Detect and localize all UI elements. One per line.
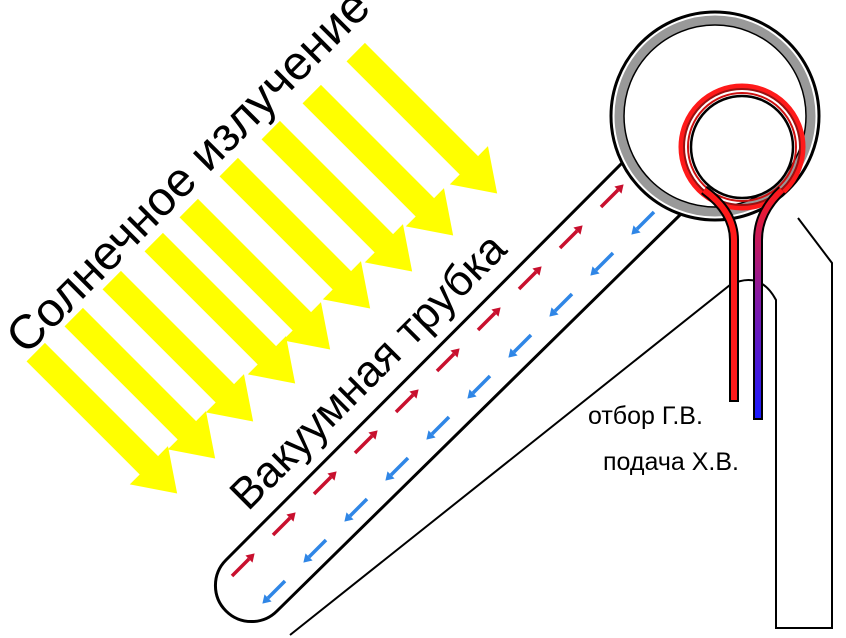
flow-arrow-down-icon bbox=[635, 210, 656, 231]
coil-inner bbox=[689, 94, 795, 200]
solar-rays bbox=[26, 42, 498, 494]
flow-arrow-down-icon bbox=[471, 374, 492, 395]
flow-arrow-down-icon-head bbox=[631, 225, 641, 235]
flow-arrow-up-icon-head bbox=[286, 512, 296, 522]
flow-arrow-up-icon bbox=[312, 475, 333, 496]
vacuum-tube bbox=[213, 133, 685, 624]
flow-arrow-down-icon-head bbox=[303, 553, 313, 563]
tank-inner bbox=[623, 24, 807, 208]
sun-ray-arrow-icon bbox=[302, 84, 454, 236]
sun-ray-arrow-icon bbox=[261, 120, 413, 272]
sun-ray-arrow-icon bbox=[179, 198, 331, 350]
coil-layer bbox=[683, 88, 801, 206]
flow-arrow-down-icon-head bbox=[590, 266, 600, 276]
flow-arrow-up-icon bbox=[476, 311, 497, 332]
flow-arrow-up-icon-head bbox=[327, 471, 337, 481]
flow-arrow-down-icon-head bbox=[344, 512, 354, 522]
flow-arrow-up-icon bbox=[517, 270, 538, 291]
tank-insulation-ring bbox=[614, 15, 816, 217]
flow-arrow-down-icon bbox=[553, 292, 574, 313]
flow-arrow-up-icon bbox=[271, 516, 292, 537]
flow-arrows-down bbox=[262, 210, 656, 604]
flow-arrow-up-icon-head bbox=[532, 266, 542, 276]
flow-arrow-down-icon bbox=[512, 333, 533, 354]
flow-arrow-up-icon-head bbox=[573, 225, 583, 235]
flow-arrow-down-icon bbox=[594, 251, 615, 272]
flow-arrows-up bbox=[230, 184, 624, 578]
flow-arrow-down-icon-head bbox=[262, 594, 272, 604]
heat-exchanger-coil bbox=[678, 83, 806, 420]
flow-arrow-up-icon bbox=[353, 434, 374, 455]
coil-layer bbox=[687, 92, 797, 202]
flow-arrow-up-icon-head bbox=[450, 348, 460, 358]
cold-water-inlet-label: подача Х.В. bbox=[603, 448, 739, 476]
flow-arrow-down-icon bbox=[430, 415, 451, 436]
sun-ray-arrow-icon bbox=[219, 157, 371, 309]
flow-arrow-down-icon-head bbox=[549, 307, 559, 317]
flow-arrow-down-icon-head bbox=[385, 471, 395, 481]
sun-ray-arrow-icon bbox=[64, 307, 216, 459]
flow-arrow-up-icon bbox=[599, 188, 620, 209]
sun-ray-arrow-icon bbox=[26, 342, 178, 494]
flow-arrow-down-icon bbox=[266, 579, 287, 600]
flow-arrow-down-icon bbox=[348, 497, 369, 518]
flow-arrow-down-icon bbox=[307, 538, 328, 559]
sun-ray-arrow-icon bbox=[144, 232, 296, 384]
flow-arrow-up-icon-head bbox=[409, 389, 419, 399]
flow-arrow-up-icon-head bbox=[245, 553, 255, 563]
flow-arrow-down-icon bbox=[389, 456, 410, 477]
flow-arrow-up-icon-head bbox=[491, 307, 501, 317]
flow-arrow-up-icon-head bbox=[368, 430, 378, 440]
flow-arrow-down-icon-head bbox=[426, 430, 436, 440]
flow-arrow-down-icon-head bbox=[467, 389, 477, 399]
sun-ray-arrow-icon bbox=[102, 270, 254, 422]
coil-outer-red bbox=[678, 83, 806, 211]
sun-ray-arrow-icon bbox=[346, 42, 498, 194]
flow-arrow-down-icon-head bbox=[508, 348, 518, 358]
flow-arrow-up-icon bbox=[435, 352, 456, 373]
hot-water-outlet-label: отбор Г.В. bbox=[588, 402, 703, 430]
hot-water-pipe bbox=[702, 187, 737, 400]
flow-arrow-up-icon bbox=[558, 229, 579, 250]
flow-arrow-up-icon-head bbox=[614, 184, 624, 194]
flow-arrow-up-icon bbox=[230, 557, 251, 578]
flow-arrow-up-icon bbox=[394, 393, 415, 414]
vacuum-tube-outline bbox=[213, 133, 685, 624]
cold-water-pipe bbox=[755, 187, 785, 418]
